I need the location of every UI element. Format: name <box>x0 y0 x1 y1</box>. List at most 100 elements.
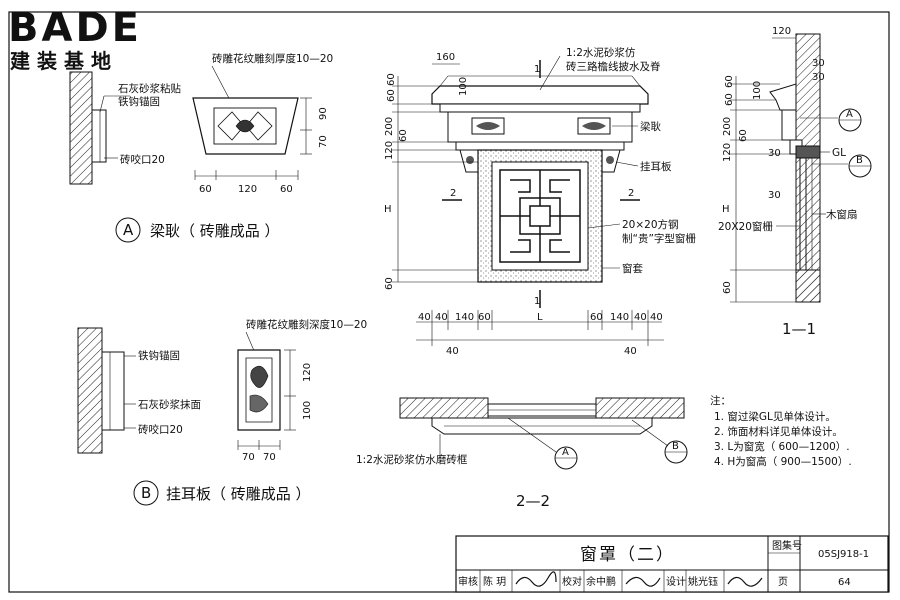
note-lime-a: 石灰砂浆粘贴 <box>118 82 181 95</box>
section-2-2-title: 2—2 <box>516 492 550 510</box>
dim-b-w2: 70 <box>263 452 276 463</box>
drawing-title: 窗罩（二） <box>580 545 675 565</box>
s11-dim-200: 200 <box>722 117 733 136</box>
dim-a-h1: 90 <box>318 107 329 120</box>
s11-dim-60c: 60 <box>738 129 749 142</box>
section-cornice <box>769 83 797 111</box>
depth-note-b: 砖雕花纹雕刻深度10—20 <box>246 318 367 331</box>
s22-wall-right <box>595 397 685 419</box>
note-1: 1. 窗过梁GL见单体设计。 <box>714 410 836 423</box>
note-anchor-b: 铁钩锚固 <box>138 349 180 362</box>
dim-bot-1: 40 <box>418 312 431 323</box>
label-ear: 挂耳板 <box>640 160 672 173</box>
s11-dim-h: H <box>722 204 730 215</box>
s11-dim-60a: 60 <box>724 75 735 88</box>
marker-b-circle <box>133 480 159 506</box>
label-gl: GL <box>832 147 846 159</box>
atlas-number: 05SJ918-1 <box>818 549 869 560</box>
review-signature <box>515 571 557 587</box>
cut-1-top: 1 <box>534 64 540 75</box>
label-frame: 窗套 <box>622 262 643 275</box>
label-grille-s11: 20X20窗栅 <box>718 220 773 233</box>
dim-left-8: 60 <box>384 277 395 290</box>
dim-a-w3: 60 <box>280 184 293 195</box>
s11-dim-30b: 30 <box>812 72 825 83</box>
s11-marker-b: B <box>856 155 863 166</box>
dim-left-6: 120 <box>384 141 395 160</box>
detail-a: 石灰砂浆粘贴 铁钩锚固 砖咬口20 砖雕花纹雕刻厚度10—20 60 120 6… <box>69 52 333 243</box>
s11-dim-30c: 30 <box>768 148 781 159</box>
dim-top-160: 160 <box>436 52 455 63</box>
check-name: 余中鹏 <box>586 575 616 588</box>
cut-2-left: 2 <box>450 188 456 199</box>
s11-dim-30a: 30 <box>812 58 825 69</box>
dim-bot-3: 140 <box>455 312 474 323</box>
note-3: 3. L为窗宽（ 600—1200）. <box>714 440 850 453</box>
design-label: 设计 <box>666 575 686 588</box>
section-2-2: 1:2水泥砂浆仿水磨砖框 A B 2—2 <box>356 397 688 510</box>
atlas-label: 图集号 <box>772 539 802 552</box>
marker-a: A <box>123 221 134 239</box>
s11-dim-120b: 120 <box>722 143 733 162</box>
detail-b-title: 挂耳板（ 砖雕成品 ） <box>166 485 311 503</box>
dim-b-h2: 100 <box>302 401 313 420</box>
frieze-band <box>447 111 633 143</box>
dim-a-h2: 70 <box>318 135 329 148</box>
page-label: 页 <box>778 576 788 588</box>
dim-left-5: 60 <box>398 129 409 142</box>
dim-bot-l: L <box>537 312 543 323</box>
s22-marker-a: A <box>562 447 569 458</box>
review-label: 审核 <box>458 575 478 588</box>
dim-left-1: 60 <box>386 73 397 86</box>
design-signature <box>727 576 763 587</box>
dim-left-4: 200 <box>384 117 395 136</box>
note-2: 2. 饰面材料详见单体设计。 <box>714 425 843 438</box>
note-4: 4. H为窗高（ 900—1500）. <box>714 455 852 468</box>
note-cement: 1:2水泥砂浆仿 <box>566 46 636 59</box>
window-hood-elevation: 1:2水泥砂浆仿 砖三路檐线披水及脊 梁耿 挂耳板 20×20方钢 制“贵”字型… <box>384 46 696 357</box>
dim-bot-7: 140 <box>610 312 629 323</box>
s11-dim-60d: 60 <box>722 281 733 294</box>
note-anchor-a: 铁钩锚固 <box>118 95 160 108</box>
check-label: 校对 <box>562 575 582 588</box>
dim-bot-4: 60 <box>478 312 491 323</box>
dim-bot-6: 60 <box>590 312 603 323</box>
title-block: 窗罩（二） 图集号 05SJ918-1 页 64 审核 陈 玥 校对 余中鹏 设… <box>455 535 889 593</box>
dim-b-h1: 120 <box>302 363 313 382</box>
s11-dim-100: 100 <box>752 81 763 100</box>
grille-pattern <box>499 169 581 263</box>
label-beam: 梁耿 <box>640 120 661 133</box>
dim-bot-2: 40 <box>435 312 448 323</box>
dim-left-2: 60 <box>386 89 397 102</box>
detail-a-title: 梁耿（ 砖雕成品 ） <box>150 222 280 240</box>
sheet-border <box>8 11 890 593</box>
marker-b: B <box>141 484 151 502</box>
s11-marker-a: A <box>846 109 853 120</box>
ear-board-brick <box>101 351 125 431</box>
design-name: 姚光钰 <box>688 575 718 588</box>
s22-marker-b: B <box>672 441 679 452</box>
brand-logo: BADE 建装基地 <box>8 5 142 73</box>
dim-bot-outer-2: 40 <box>624 346 637 357</box>
section-1-1-title: 1—1 <box>782 320 816 338</box>
notes-heading: 注： <box>710 394 731 407</box>
page-number: 64 <box>838 577 851 588</box>
s11-dim-30d: 30 <box>768 190 781 201</box>
note-bite-a: 砖咬口20 <box>120 153 165 166</box>
dim-b-w1: 70 <box>242 452 255 463</box>
dim-left-3: 100 <box>458 77 469 96</box>
thickness-note-a: 砖雕花纹雕刻厚度10—20 <box>212 52 333 65</box>
logo-brand: BADE <box>8 5 142 51</box>
s11-dim-60b: 60 <box>724 93 735 106</box>
label-grille: 20×20方钢 <box>622 218 679 231</box>
note-lime-b: 石灰砂浆抹面 <box>138 398 201 411</box>
label-sash: 木窗扇 <box>826 208 858 221</box>
s22-wall-left <box>399 397 489 419</box>
s11-dim-120: 120 <box>772 26 791 37</box>
check-signature <box>625 576 661 587</box>
dim-bot-9: 40 <box>650 312 663 323</box>
logo-subtitle: 建装基地 <box>10 49 118 73</box>
cut-2-right: 2 <box>628 188 634 199</box>
s22-note: 1:2水泥砂浆仿水磨砖框 <box>356 453 468 466</box>
